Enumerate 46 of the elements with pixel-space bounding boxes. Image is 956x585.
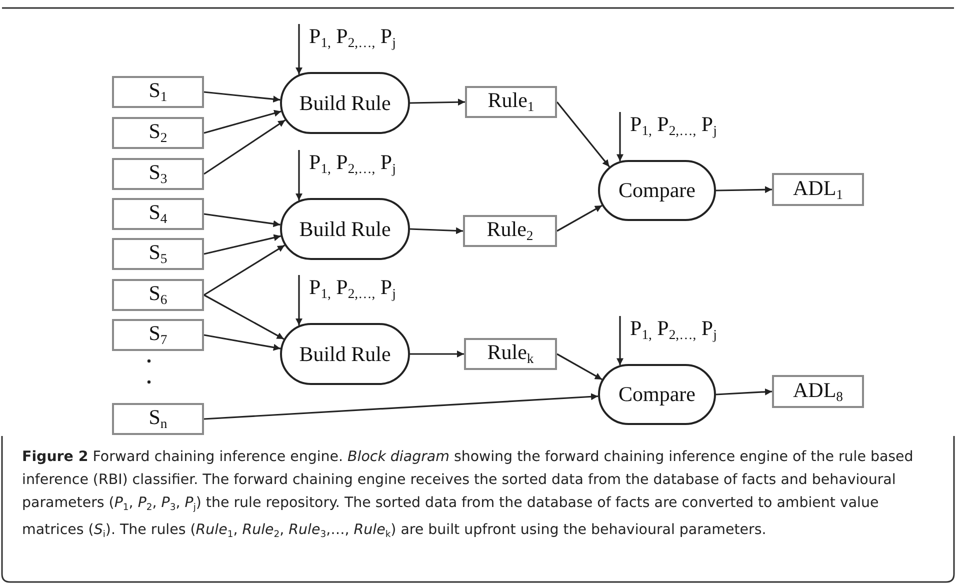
arrow [556, 102, 610, 168]
process-terminal: Build Rule [280, 198, 410, 260]
arrow [296, 24, 302, 74]
arrow [204, 393, 598, 420]
arrow [410, 98, 466, 106]
arrow [204, 213, 280, 228]
arrow [204, 91, 280, 103]
edge-label: P$_{1,}$ P$_{2,…,}$ P$_{j}$ [309, 152, 396, 176]
data-box: S$_{1}$ [112, 76, 204, 108]
arrow [204, 110, 282, 134]
arrow [204, 294, 284, 340]
arrow [204, 244, 286, 296]
process-terminal: Compare [598, 364, 716, 425]
arrow [616, 316, 624, 366]
arrow [296, 275, 302, 326]
edge-label: P$_{1,}$ P$_{2,…,}$ P$_{j}$ [630, 318, 717, 342]
process-terminal: Build Rule [280, 323, 410, 385]
data-box: S$_{7}$ [112, 319, 204, 351]
data-box: ADL$_{8}$ [772, 375, 864, 408]
arrow [716, 186, 772, 194]
arrow [296, 150, 302, 200]
data-box: Rule$_{1}$ [465, 86, 557, 118]
arrow [616, 112, 624, 162]
arrow [204, 234, 281, 255]
data-box: S$_{n}$ [112, 403, 204, 435]
edge-label: P$_{1,}$ P$_{2,…,}$ P$_{j}$ [309, 277, 396, 301]
data-box: S$_{4}$ [112, 198, 204, 230]
data-box: S$_{3}$ [112, 158, 204, 190]
data-box: Rule$_{k}$ [464, 338, 557, 370]
data-box: S$_{6}$ [112, 279, 204, 311]
process-terminal: Compare [598, 160, 716, 221]
data-box: S$_{2}$ [112, 117, 204, 149]
arrow [204, 119, 286, 175]
arrow [556, 353, 602, 380]
arrow [556, 204, 602, 232]
arrow [716, 388, 772, 396]
arrow [204, 334, 281, 351]
process-terminal: Build Rule [280, 72, 410, 134]
figure-caption: Figure 2 Forward chaining inference engine. Block diagram showing the forward chaining inference engine of the rule based inference (RBI) classifier. The forward chaining engine receives the sorted data from the database of facts and behavioural parameters (P$_{1}$, P$_{2}$, P$_{3}$, P$_{j}$) the rule repository. The sorted data from the database of facts are converted to ambient value matrices (S$_{i}$). The rules (Rule$_{1}$, Rule$_{2}$, Rule$_{3}$,…, Rule$_{k}$) are built upfront using the behavioural parameters. [22, 448, 914, 542]
edge-label: P$_{1,}$ P$_{2,…,}$ P$_{j}$ [309, 26, 396, 50]
data-box: Rule$_{2}$ [463, 215, 557, 247]
data-box: ADL$_{1}$ [772, 173, 864, 206]
arrow [410, 227, 464, 234]
edge-label: P$_{1,}$ P$_{2,…,}$ P$_{j}$ [630, 114, 717, 138]
data-box: S$_{5}$ [112, 238, 204, 270]
arrow [410, 350, 464, 358]
